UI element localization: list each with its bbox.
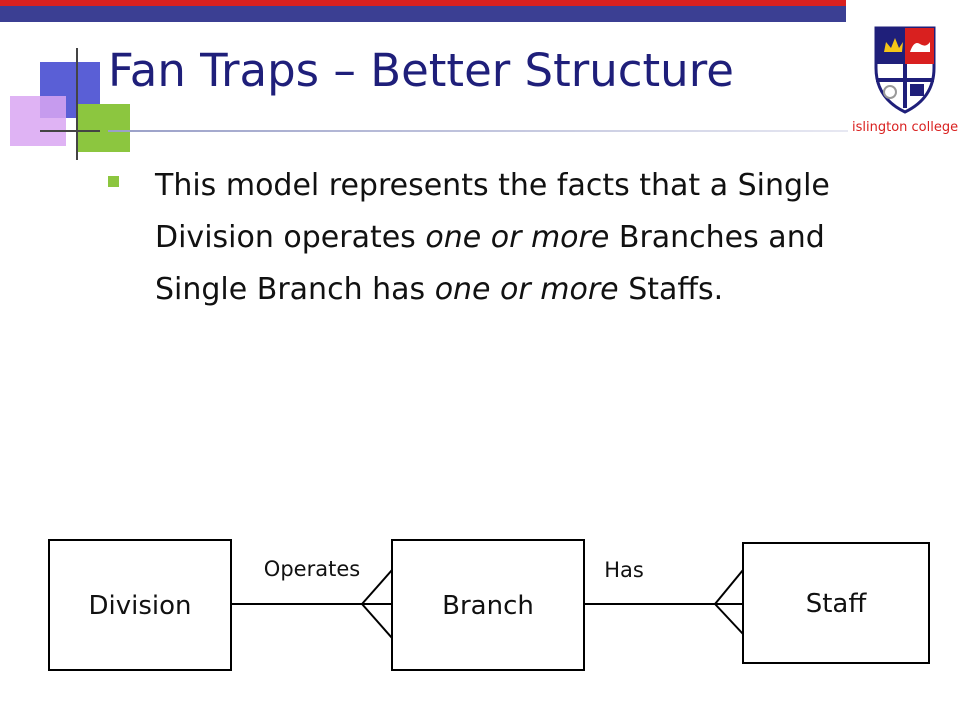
college-logo: islington college: [848, 22, 960, 135]
title-underline: [108, 130, 848, 132]
relationship-operates-line: [231, 569, 393, 639]
bullet-text-italic-run: one or more: [425, 220, 610, 255]
top-bar-red-strip: [0, 0, 960, 6]
bullet-text: This model represents the facts that a S…: [155, 160, 915, 316]
entity-division-box: [48, 539, 232, 671]
bullet-square-icon: [108, 176, 119, 187]
relationship-has-label: Has: [604, 558, 644, 582]
bullet-text-run: Staffs.: [618, 272, 724, 307]
entity-division-label: Division: [88, 591, 191, 621]
deco-line-horizontal: [40, 130, 100, 132]
shield-crest-icon: [874, 26, 936, 114]
entity-staff-label: Staff: [806, 589, 868, 619]
logo-text: islington college: [852, 120, 959, 135]
relationship-has-line: [584, 569, 744, 635]
deco-line-vertical: [76, 48, 78, 160]
slide-title: Fan Traps – Better Structure: [108, 44, 734, 97]
entity-staff-box: [742, 542, 930, 664]
entity-branch-box: [391, 539, 585, 671]
top-bar: [0, 0, 960, 22]
top-bar-logo-gap: [846, 0, 960, 22]
bullet-text-run: Branches and Single Branch has: [155, 220, 825, 307]
bullet-text-run: This model represents the facts that a S…: [155, 168, 830, 255]
bullet-text-italic-run: one or more: [434, 272, 619, 307]
entity-branch-label: Branch: [442, 591, 534, 621]
relationship-operates-label: Operates: [264, 557, 360, 581]
deco-square-pink: [10, 96, 66, 146]
deco-square-green: [78, 104, 130, 152]
